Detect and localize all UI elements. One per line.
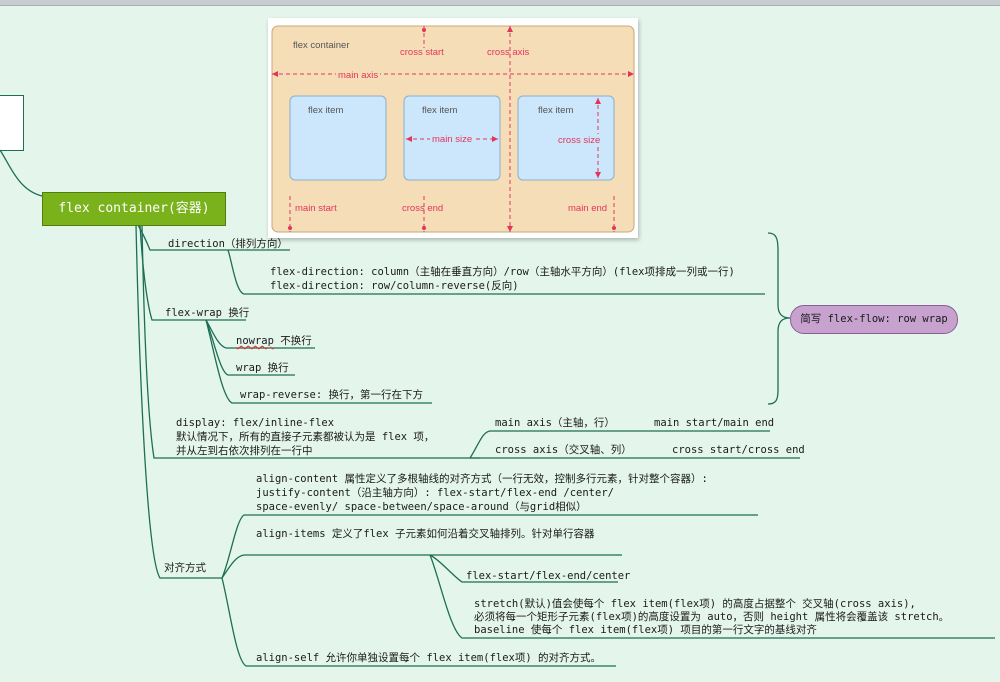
node-align[interactable]: 对齐方式	[164, 562, 206, 574]
flexbox-diagram: flex container cross start cross axis ma…	[268, 18, 638, 238]
node-cross-axis-detail[interactable]: cross start/cross end	[672, 444, 805, 456]
main-end-label: main end	[568, 203, 608, 214]
node-align-values[interactable]: flex-start/flex-end/center	[466, 570, 631, 582]
node-nowrap[interactable]: nowrap 不换行	[236, 335, 312, 348]
node-display-line3: 并从左到右依次排列在一行中	[176, 445, 313, 457]
node-cross-axis[interactable]: cross axis（交叉轴、列）	[495, 444, 632, 456]
node-flex-wrap[interactable]: flex-wrap 换行	[165, 307, 250, 319]
nowrap-code: nowrap	[236, 335, 274, 347]
node-wrap-reverse[interactable]: wrap-reverse: 换行，第一行在下方	[240, 389, 424, 401]
cross-size-label: cross size	[556, 134, 603, 147]
window-top-bar	[0, 0, 1000, 6]
main-axis-label: main axis	[336, 69, 381, 82]
cross-axis-label: cross axis	[487, 47, 530, 58]
node-align-content-2: justify-content（沿主轴方向）: flex-start/flex-…	[256, 487, 614, 499]
node-flex-direction-1[interactable]: flex-direction: column（主轴在垂直方向）/row（主轴水平…	[270, 266, 735, 278]
cross-start-label: cross start	[400, 47, 444, 58]
summary-bracket	[767, 232, 791, 405]
node-stretch-2: 必须将每一个矩形子元素(flex项)的高度设置为 auto，否则 height …	[474, 611, 950, 623]
flex-item-label-3: flex item	[538, 105, 574, 116]
summary-node-flex-flow[interactable]: 简写 flex-flow: row wrap	[790, 305, 958, 334]
node-align-items[interactable]: align-items 定义了flex 子元素如何沿着交叉轴排列。针对单行容器	[256, 528, 595, 540]
flex-item-label-2: flex item	[422, 105, 458, 116]
node-wrap[interactable]: wrap 换行	[236, 362, 289, 374]
flex-item-box-1	[289, 95, 387, 181]
root-node-flex-container[interactable]: flex container(容器)	[42, 192, 226, 226]
node-display-line1[interactable]: display: flex/inline-flex	[176, 417, 335, 429]
main-start-label: main start	[295, 203, 337, 214]
node-align-content-1[interactable]: align-content 属性定义了多根轴线的对齐方式（一行无效，控制多行元素…	[256, 473, 708, 485]
node-stretch-1[interactable]: stretch(默认)值会使每个 flex item(flex项) 的高度占据整…	[474, 598, 916, 610]
main-size-label: main size	[430, 133, 475, 146]
node-flex-direction-2[interactable]: flex-direction: row/column-reverse(反向)	[270, 280, 519, 292]
container-label: flex container	[293, 40, 350, 51]
flex-item-label-1: flex item	[308, 105, 344, 116]
node-main-axis[interactable]: main axis（主轴，行）	[495, 417, 615, 429]
cross-end-label: cross end	[402, 203, 444, 214]
node-align-self[interactable]: align-self 允许你单独设置每个 flex item(flex项) 的对…	[256, 652, 602, 664]
node-direction[interactable]: direction（排列方向）	[168, 238, 288, 250]
node-stretch-3: baseline 使每个 flex item(flex项) 项目的第一行文字的基…	[474, 624, 817, 636]
nowrap-text: 不换行	[273, 335, 312, 347]
offscreen-node[interactable]	[0, 95, 24, 151]
node-main-axis-detail[interactable]: main start/main end	[654, 417, 775, 429]
node-align-content-3: space-evenly/ space-between/space-around…	[256, 501, 587, 513]
node-display-line2: 默认情况下，所有的直接子元素都被认为是 flex 项，	[176, 431, 435, 443]
